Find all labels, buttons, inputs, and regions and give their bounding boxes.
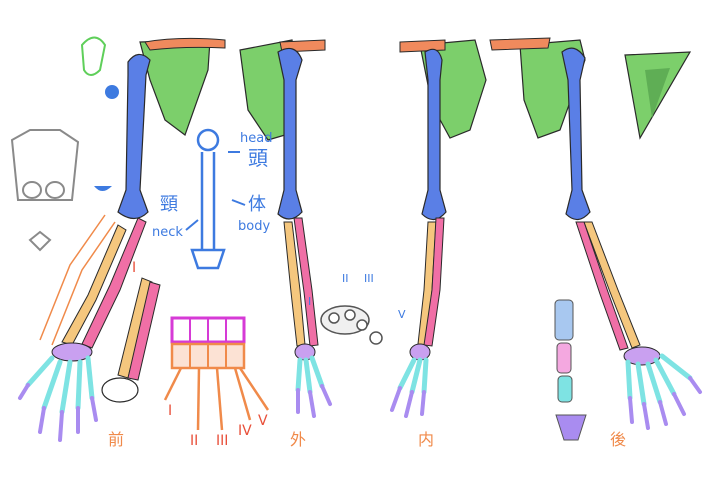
roman-grid-5: V (258, 413, 268, 429)
label-body-en: body (238, 219, 270, 234)
arm-inner: 内 (390, 39, 487, 449)
knuckle-sketch: I II III V (308, 272, 406, 345)
label-neck-en: neck (152, 225, 183, 240)
orange-sketch (39, 214, 116, 346)
label-head-jp: 頭 (248, 146, 268, 170)
humerus-front (117, 53, 151, 220)
arm-outer: 外 (239, 39, 332, 449)
ulna-outer (293, 217, 319, 347)
label-neck-jp: 頸 (160, 194, 178, 215)
schematic-head (196, 128, 220, 152)
humerus-inner (421, 48, 447, 221)
ulna-back (575, 221, 629, 351)
carpal-grid: I II III IV V (163, 316, 270, 449)
green-sketch (80, 36, 107, 76)
blue-dot (105, 85, 119, 99)
scapula-triangle-sketch (624, 51, 692, 140)
scapula-front (139, 39, 211, 136)
hand-front (18, 355, 98, 442)
clavicle-back (489, 37, 551, 51)
label-front: 前 (108, 430, 124, 449)
schematic-shaft (200, 152, 216, 250)
label-outer: 外 (290, 430, 306, 449)
bone-schematic (185, 128, 246, 270)
roman-grid-1: I (168, 403, 172, 419)
arm-back: 後 (489, 37, 702, 449)
roman-grid-2: II (190, 433, 198, 449)
humerus-outer (277, 47, 303, 220)
label-head-en: head (240, 131, 272, 146)
label-body-jp: 体 (248, 194, 266, 215)
roman-knuckle-1: I (308, 295, 311, 308)
radius-back (583, 221, 641, 349)
hand-back (625, 353, 702, 430)
roman-grid-3: III (216, 433, 228, 449)
ulna-inner (423, 217, 445, 347)
forearm-bar-sketch: I (101, 260, 161, 403)
hand-outer (295, 355, 332, 418)
blue-half-circle (94, 186, 112, 191)
label-back: 後 (610, 430, 626, 449)
roman-grid-4: IV (238, 423, 252, 439)
arm-front: 前 (18, 37, 226, 449)
roman-knuckle-2: II (342, 272, 349, 285)
hand-inner (390, 357, 429, 418)
ulna-front (81, 217, 147, 349)
finger-joint-sketch (554, 299, 587, 441)
clavicle-front (144, 37, 226, 51)
roman-knuckle-3: III (364, 272, 374, 285)
roman-bar-1: I (132, 260, 136, 276)
humerus-back (561, 47, 591, 221)
schematic-base (190, 248, 226, 270)
label-inner: 内 (418, 430, 434, 449)
clavicle-inner (399, 39, 446, 53)
gray-sketch (10, 129, 80, 252)
roman-knuckle-5: V (398, 308, 406, 321)
